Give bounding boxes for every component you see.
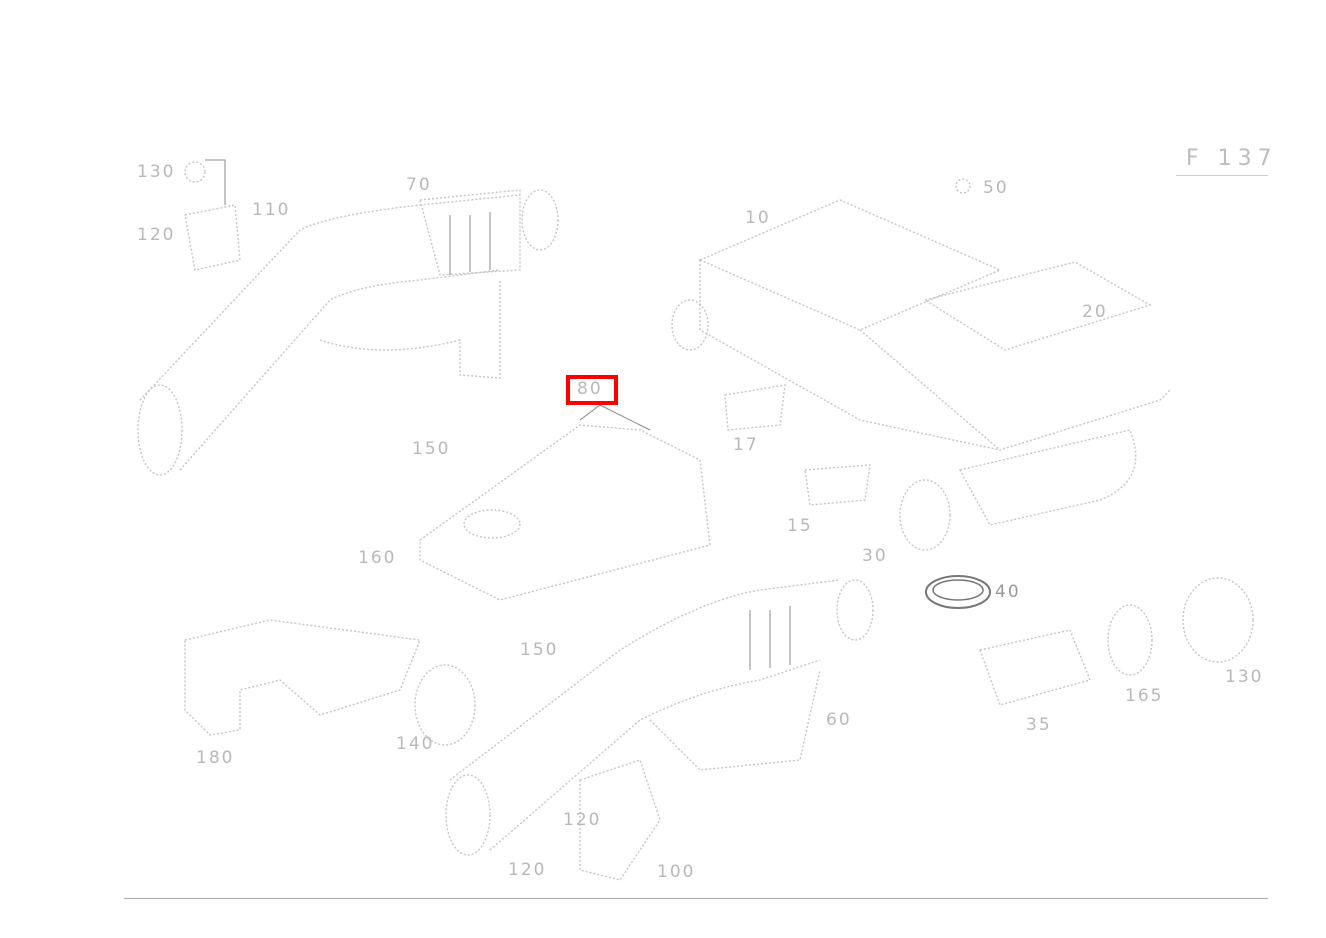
bottom-divider	[124, 898, 1268, 899]
callout-120-lower[interactable]: 120	[563, 810, 602, 830]
air-duct-upper	[137, 189, 559, 476]
reference-underline	[1176, 175, 1268, 176]
callout-100[interactable]: 100	[657, 862, 696, 882]
callout-140[interactable]: 140	[396, 734, 435, 754]
air-filter-housing	[671, 178, 1171, 551]
callout-20[interactable]: 20	[1082, 302, 1108, 322]
highlight-box	[566, 375, 618, 405]
callout-17[interactable]: 17	[733, 435, 759, 455]
callout-35[interactable]: 35	[1026, 715, 1052, 735]
diagram-reference-code: F 137	[1186, 146, 1278, 171]
callout-80[interactable]: 80	[577, 379, 603, 399]
callout-50[interactable]: 50	[983, 178, 1009, 198]
callout-150[interactable]: 150	[412, 439, 451, 459]
callout-60[interactable]: 60	[826, 710, 852, 730]
callout-150-lower[interactable]: 150	[520, 640, 559, 660]
bracket-upper	[184, 159, 241, 271]
callout-110[interactable]: 110	[252, 200, 291, 220]
callout-70[interactable]: 70	[406, 175, 432, 195]
engine-cover	[419, 404, 711, 601]
callout-30[interactable]: 30	[862, 546, 888, 566]
callout-180[interactable]: 180	[196, 748, 235, 768]
callout-160[interactable]: 160	[358, 548, 397, 568]
callout-120-bottom[interactable]: 120	[508, 860, 547, 880]
bracket-lower	[184, 619, 476, 746]
callout-10[interactable]: 10	[745, 208, 771, 228]
callout-130-right[interactable]: 130	[1225, 667, 1264, 687]
hoses-and-rings	[925, 575, 1254, 706]
callout-15[interactable]: 15	[787, 516, 813, 536]
callout-120[interactable]: 120	[137, 225, 176, 245]
callout-165[interactable]: 165	[1125, 686, 1164, 706]
callout-130[interactable]: 130	[137, 162, 176, 182]
callout-40[interactable]: 40	[995, 582, 1021, 602]
air-duct-lower	[445, 579, 874, 881]
